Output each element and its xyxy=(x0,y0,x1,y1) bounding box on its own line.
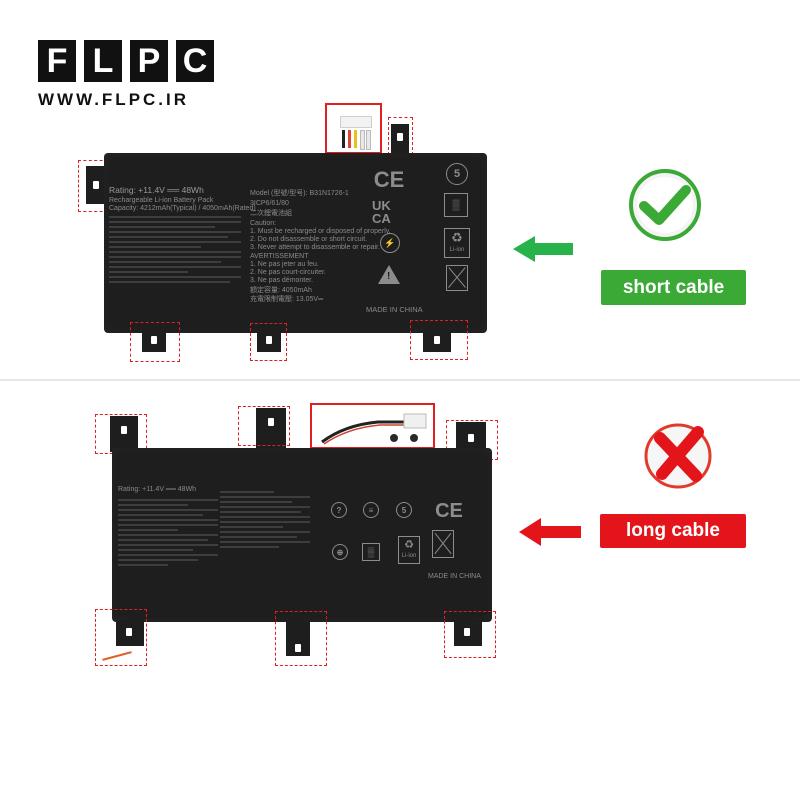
recycle-icon: ♻ Li-ion xyxy=(444,228,470,258)
short-cable-highlight xyxy=(325,103,382,154)
short-cable-connector xyxy=(336,108,376,153)
avertissement-line: 3. Ne pas démonter. xyxy=(250,277,314,284)
mount-tab-highlight xyxy=(388,117,413,155)
battery-mount-tab xyxy=(454,620,482,646)
grid-mark-icon: ▒ xyxy=(444,193,468,217)
rated-capacity: 額定容量: 4050mAh xyxy=(250,287,312,294)
rohs-icon: 5 xyxy=(396,502,412,518)
certification-icon: ⚡ xyxy=(380,233,400,253)
battery-mount-tab xyxy=(116,620,144,646)
flpc-logo: F L P C xyxy=(38,40,214,82)
section-divider xyxy=(0,379,800,381)
mount-tab-highlight xyxy=(275,611,327,666)
ce-mark: CE xyxy=(435,499,463,522)
check-icon xyxy=(628,168,702,242)
logo-letter-l: L xyxy=(84,40,122,82)
made-in-china: MADE IN CHINA xyxy=(366,305,423,314)
made-in-china: MADE IN CHINA xyxy=(428,573,481,580)
battery-mount-tab xyxy=(391,124,409,154)
long-cable-badge: long cable xyxy=(600,514,746,548)
certification-icon: ≡ xyxy=(363,502,379,518)
avertissement-heading: AVERTISSEMENT xyxy=(250,253,309,260)
warning-triangle-glyph: ! xyxy=(387,271,391,282)
battery-pack-type: Rechargeable Li-ion Battery Pack xyxy=(109,197,214,204)
mount-tab-highlight xyxy=(250,323,287,361)
battery-mount-tab xyxy=(423,330,451,352)
battery-cells: 3ICP6/61/80 xyxy=(250,200,289,207)
charge-voltage: 充電限制電壓: 13.05V═ xyxy=(250,296,324,303)
warning-text-block xyxy=(109,213,241,286)
battery-mount-tab xyxy=(142,330,166,352)
arrow-left-icon xyxy=(519,518,581,546)
question-icon: ? xyxy=(331,502,347,518)
avertissement-line: 2. Ne pas court-circuiter. xyxy=(250,269,326,276)
long-cable-highlight xyxy=(310,403,435,449)
avertissement-line: 1. Ne pas jeter au feu. xyxy=(250,261,319,268)
cross-icon xyxy=(640,418,716,490)
battery-mount-tab xyxy=(256,408,286,448)
warning-text-block xyxy=(220,488,310,551)
grid-mark-icon: ▒ xyxy=(362,543,380,561)
ce-mark: CE xyxy=(373,167,405,192)
battery-mount-tab xyxy=(257,330,281,352)
logo-url: WWW.FLPC.IR xyxy=(38,90,190,109)
battery-model: Model (型號/型号): B31N1726-1 xyxy=(250,190,349,197)
battery-rating: Rating: +11.4V ══ 48Wh xyxy=(109,185,204,195)
logo-letter-p: P xyxy=(130,40,168,82)
bottom-battery-body: Rating: +11.4V ══ 48Wh ? ≡ 5 CE ⊕ ▒ ♻ Li… xyxy=(112,448,492,622)
long-cable-connector xyxy=(318,406,430,448)
mount-tab-highlight xyxy=(410,320,468,360)
caution-heading: Caution: xyxy=(250,220,277,227)
weee-bin-icon xyxy=(446,265,468,291)
caution-line: 1. Must be recharged or disposed of prop… xyxy=(250,228,391,235)
top-battery-body: Rating: +11.4V ══ 48Wh Rechargeable Li-i… xyxy=(104,153,487,333)
warning-triangle-icon xyxy=(378,265,400,284)
logo-letter-f: F xyxy=(38,40,76,82)
battery-mount-tab xyxy=(86,166,108,204)
caution-line: 2. Do not disassemble or short circuit. xyxy=(250,236,368,243)
weee-bin-icon xyxy=(432,530,454,558)
mount-tab-highlight xyxy=(238,406,290,446)
battery-mount-tab xyxy=(110,416,138,452)
mount-tab-highlight xyxy=(95,609,147,666)
mount-tab-highlight xyxy=(130,322,180,362)
mount-tab-highlight xyxy=(444,611,496,658)
logo-letter-c: C xyxy=(176,40,214,82)
arrow-left-icon xyxy=(513,236,573,262)
caution-line: 3. Never attempt to disassemble or repai… xyxy=(250,244,380,251)
battery-capacity: Capacity: 4212mAh(Typical) / 4050mAh(Rat… xyxy=(109,205,256,212)
warning-text-block xyxy=(118,496,218,569)
battery-mount-tab xyxy=(286,620,310,656)
rohs-icon: 5 xyxy=(446,163,468,185)
battery-chinese-label: 二次鋰電池組 xyxy=(250,210,292,217)
certification-icon: ⊕ xyxy=(332,544,348,560)
recycle-icon: ♻ Li-ion xyxy=(398,536,420,564)
battery-rating: Rating: +11.4V ══ 48Wh xyxy=(118,486,197,493)
short-cable-badge: short cable xyxy=(601,270,746,305)
